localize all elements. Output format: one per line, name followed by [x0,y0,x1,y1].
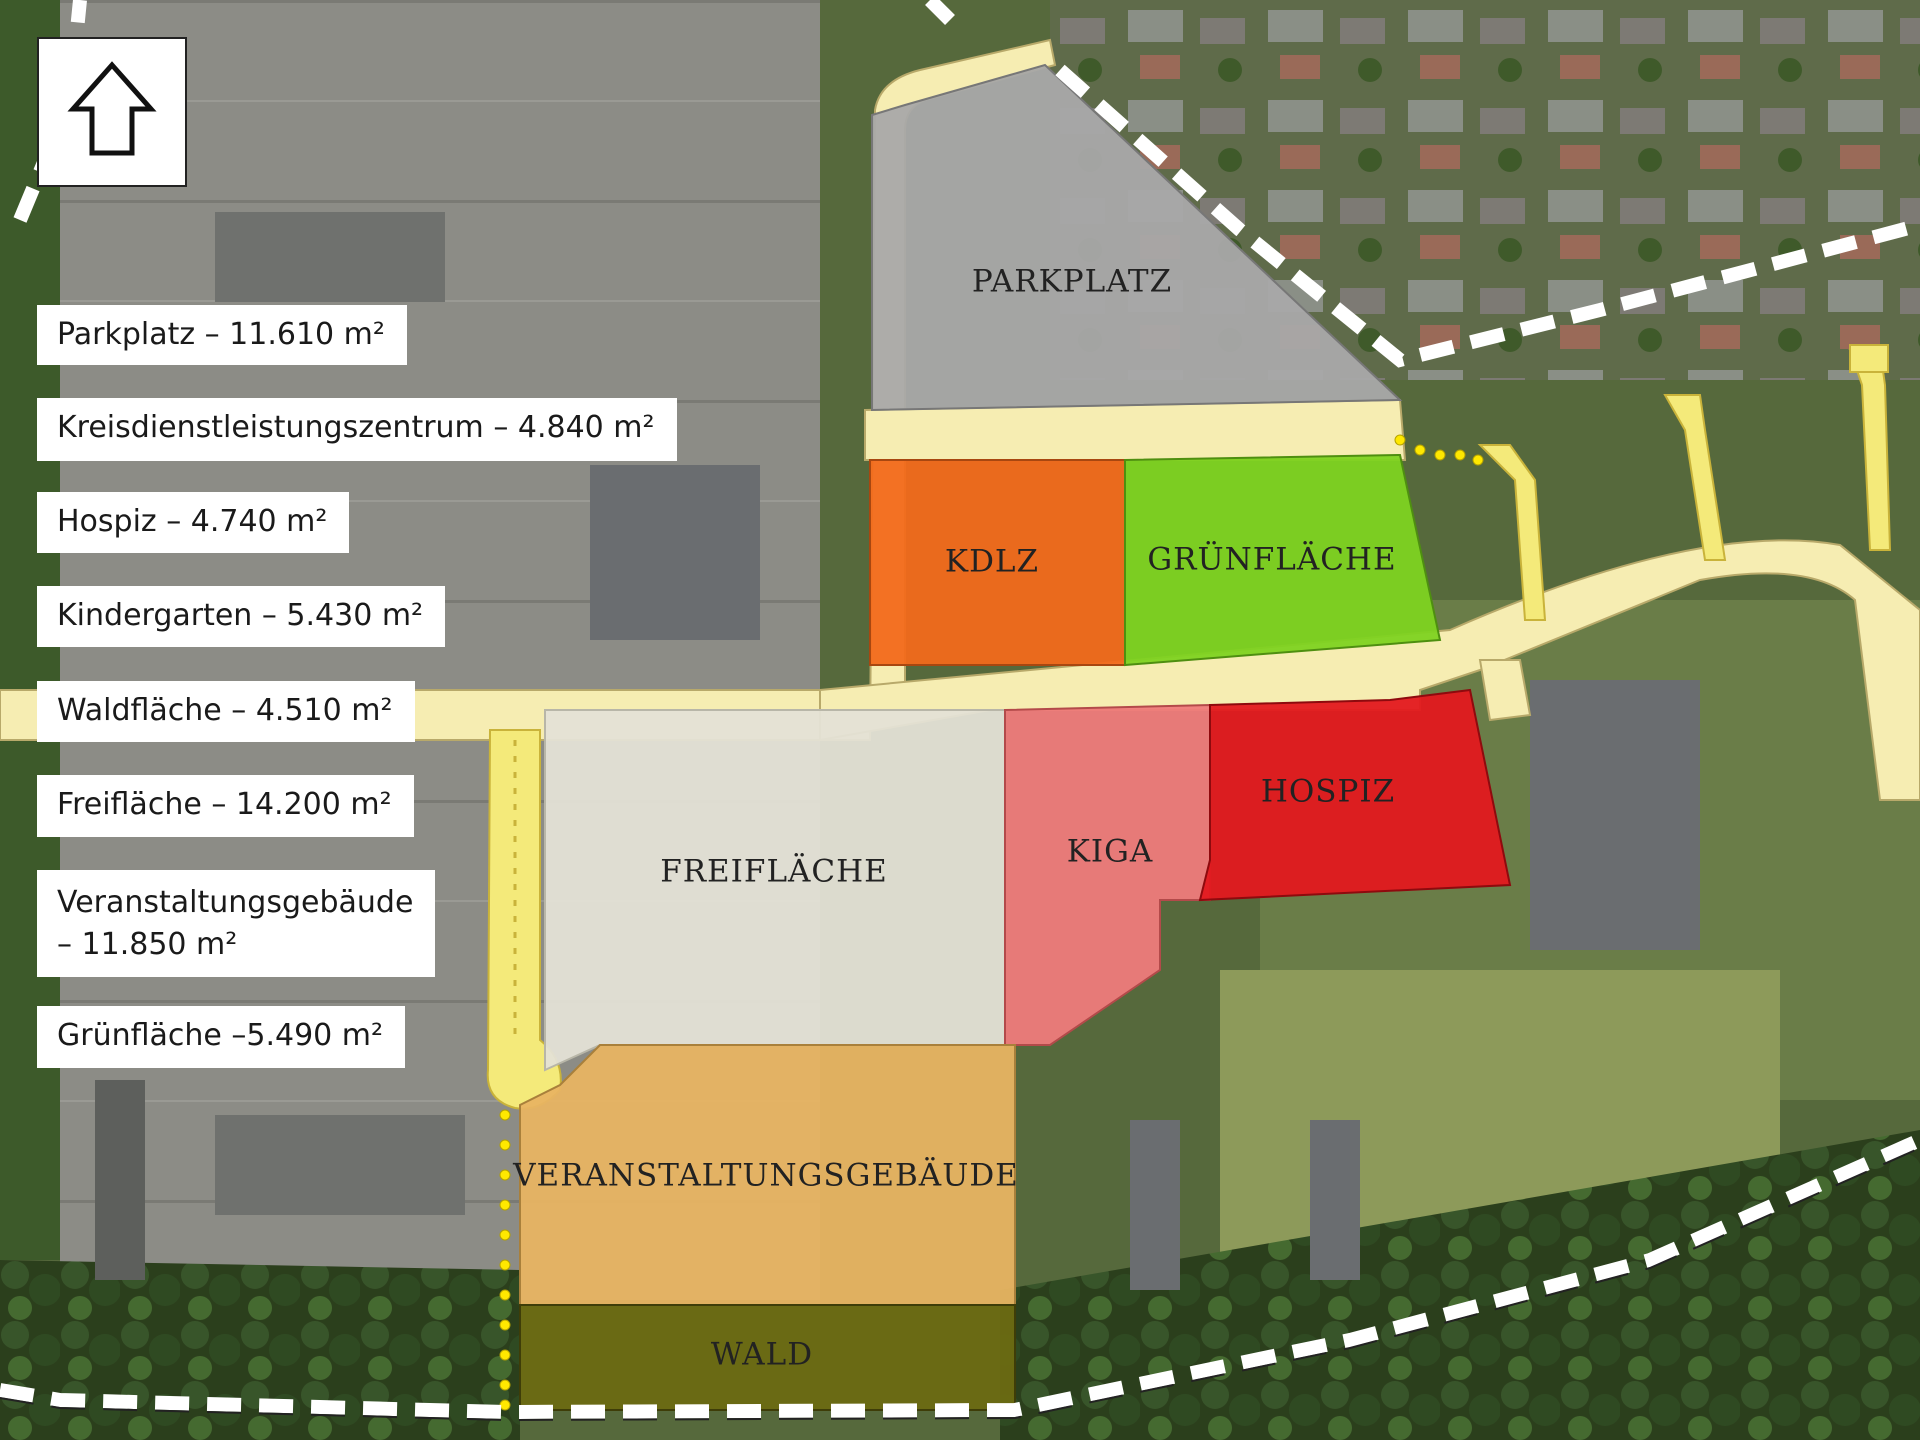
legend-hospiz: Hospiz – 4.740 m² [37,492,350,553]
depot-hall [215,212,445,302]
dotted-connectors [499,434,1484,1411]
legend-freiflaeche: Freifläche – 14.200 m² [37,775,414,837]
depot-hall [215,1115,465,1215]
zone-gruenflaeche [1124,453,1442,667]
zone-label-kiga: KIGA [1067,834,1154,870]
depot-hall [95,1080,145,1280]
zone-label-freiflaeche: FREIFLÄCHE [660,852,888,890]
legend-parkplatz: Parkplatz – 11.610 m² [37,305,407,365]
north-arrow-box [37,37,187,187]
barracks [1130,1120,1180,1290]
site-boundary-edge [0,1147,1920,1422]
zone-label-kdlz: KDLZ [945,544,1039,580]
paths-east [1477,344,1892,621]
road-main-east [819,539,1920,801]
legend-veranstaltungsgebaeude-line2: – 11.850 m² [57,927,238,962]
barracks [590,465,760,640]
zone-label-parkplatz: PARKPLATZ [972,264,1172,300]
legend-kdlz: Kreisdienstleistungszentrum – 4.840 m² [37,398,677,461]
legend-gruenflaeche: Grünfläche –5.490 m² [37,1006,406,1068]
legend-veranstaltungsgebaeude-line1: Veranstaltungsgebäude [57,885,414,920]
zone-label-veranstaltungsgebaeude: VERANSTALTUNGSGEBÄUDE [512,1156,1019,1194]
barracks [1530,680,1700,950]
legend-waldflaeche: Waldfläche – 4.510 m² [37,681,415,742]
legend-veranstaltungsgebaeude: Veranstaltungsgebäude – 11.850 m² [37,870,436,977]
zone-label-gruenflaeche: GRÜNFLÄCHE [1147,540,1396,578]
forest-area-east [1000,1130,1920,1440]
north-arrow-icon [67,61,157,156]
zone-parkplatz [871,63,1403,412]
legend-kindergarten: Kindergarten – 5.430 m² [37,586,446,647]
zone-freiflaeche [544,709,1006,1072]
barracks [1310,1120,1360,1280]
zone-label-hospiz: HOSPIZ [1261,774,1395,810]
zone-label-wald: WALD [711,1337,813,1373]
road-spur [1478,659,1532,722]
zone-hospiz [1198,688,1512,902]
